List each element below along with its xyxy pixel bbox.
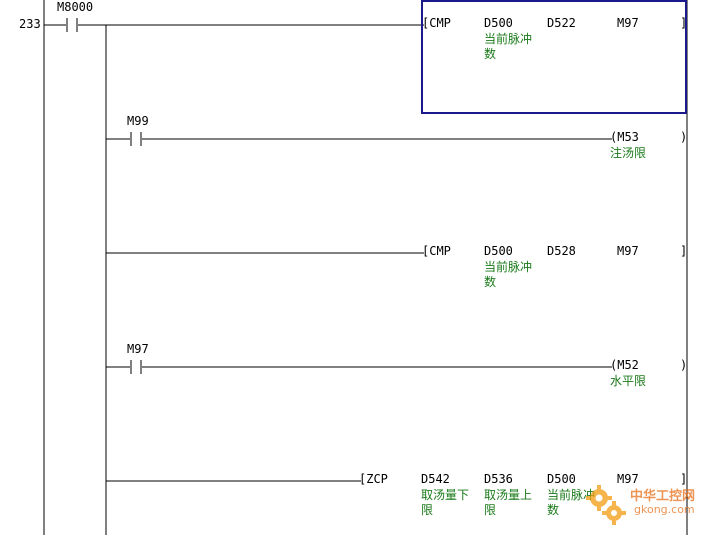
watermark: 中华工控网 gkong.com	[582, 480, 712, 530]
rung-2-wire	[106, 132, 612, 146]
coil-comment: 水平限	[610, 374, 647, 388]
operand-1[interactable]: D500	[484, 16, 513, 30]
selection-cursor[interactable]	[421, 0, 687, 114]
coil-close-paren: )	[680, 130, 688, 144]
instruction-close-bracket: ]	[680, 244, 688, 258]
operand-2[interactable]: D536	[484, 472, 513, 486]
operand-3[interactable]: D500	[547, 472, 576, 486]
destination-operand[interactable]: M97	[617, 244, 639, 258]
operand-1-comment-line-2: 限	[421, 503, 434, 517]
operand-2[interactable]: D528	[547, 244, 576, 258]
operand-1-comment-line-1: 当前脉冲	[484, 260, 533, 274]
operand-1-comment-line-2: 数	[484, 47, 497, 61]
contact-label[interactable]: M97	[127, 342, 149, 356]
coil-label[interactable]: (M53	[610, 130, 639, 144]
watermark-title: 中华工控网	[630, 489, 696, 504]
operand-3-comment-line-2: 数	[547, 503, 560, 517]
operand-1[interactable]: D500	[484, 244, 513, 258]
operand-2-comment-line-1: 取汤量上	[484, 488, 533, 502]
operand-1-comment-line-2: 数	[484, 275, 497, 289]
contact-label[interactable]: M99	[127, 114, 149, 128]
rung-4-wire	[106, 360, 612, 374]
instruction-name[interactable]: [ZCP	[359, 472, 388, 486]
operand-1-comment-line-1: 当前脉冲	[484, 32, 533, 46]
coil-comment: 注汤限	[610, 146, 647, 160]
rung-1-wire	[44, 18, 424, 32]
operand-1-comment-line-1: 取汤量下	[421, 488, 470, 502]
operand-2-comment-line-2: 限	[484, 503, 497, 517]
instruction-name[interactable]: [CMP	[422, 16, 451, 30]
operand-3-comment-line-1: 当前脉冲	[547, 488, 596, 502]
step-number: 233	[19, 17, 41, 31]
instruction-name[interactable]: [CMP	[422, 244, 451, 258]
watermark-url: gkong.com	[634, 503, 695, 516]
coil-label[interactable]: (M52	[610, 358, 639, 372]
coil-close-paren: )	[680, 358, 688, 372]
instruction-close-bracket: ]	[680, 16, 688, 30]
operand-1[interactable]: D542	[421, 472, 450, 486]
gear-icon	[586, 485, 626, 525]
operand-2[interactable]: D522	[547, 16, 576, 30]
instruction-close-bracket: ]	[680, 472, 688, 486]
contact-label[interactable]: M8000	[57, 0, 94, 14]
destination-operand[interactable]: M97	[617, 472, 639, 486]
destination-operand[interactable]: M97	[617, 16, 639, 30]
